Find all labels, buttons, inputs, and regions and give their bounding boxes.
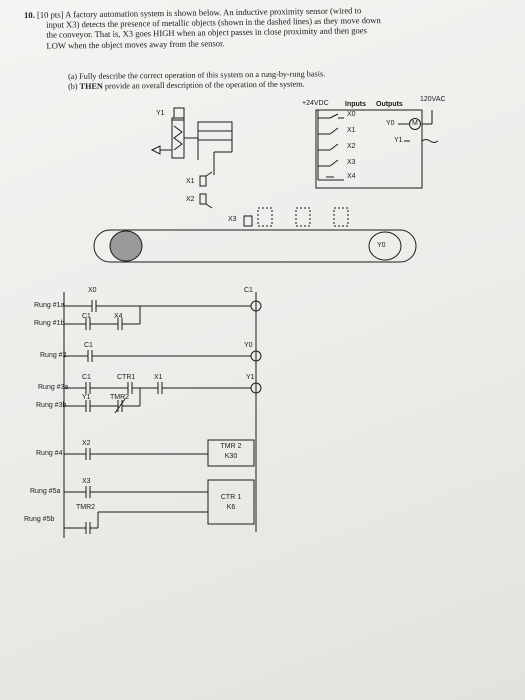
contact-c1-2: C1 <box>84 342 93 349</box>
supply-ac-label: 120VAC <box>420 96 446 103</box>
coil-c1: C1 <box>244 287 253 294</box>
contact-tmr2-5b: TMR2 <box>76 504 96 511</box>
metal-objects <box>257 207 349 227</box>
limit-x1-label: X1 <box>186 178 195 185</box>
conveyor <box>93 229 417 263</box>
contact-c1-3a: C1 <box>82 374 91 381</box>
input-label-x2: X2 <box>347 143 356 150</box>
conveyor-roller-left <box>109 230 143 262</box>
conveyor-motor-label: Y0 <box>377 242 386 249</box>
timer-box-label: TMR 2 <box>220 443 242 450</box>
cylinder <box>150 107 233 175</box>
coil-y1: Y1 <box>246 374 255 381</box>
input-label-x4: X4 <box>347 173 356 180</box>
rung-name-1a: Rung #1a <box>34 302 65 309</box>
input-label-x3: X3 <box>347 159 356 166</box>
rung-name-2: Rung #2 <box>40 352 67 359</box>
proximity-sensor <box>243 215 253 227</box>
ladder-diagram <box>63 292 262 538</box>
rung-name-5b: Rung #5b <box>24 516 55 523</box>
rung-name-1b: Rung #1b <box>34 320 65 327</box>
contact-x3: X3 <box>82 478 91 485</box>
contact-x1: X1 <box>154 374 163 381</box>
motor-letter: M <box>412 120 418 127</box>
inputs-header: Inputs <box>345 101 366 108</box>
supply-dc-label: +24VDC <box>302 100 329 107</box>
contact-ctr1: CTR1 <box>117 374 136 381</box>
input-label-x0: X0 <box>347 111 356 118</box>
coil-y0: Y0 <box>244 342 253 349</box>
rung-name-3a: Rung #3a <box>38 384 69 391</box>
limit-switch-x2 <box>199 193 213 209</box>
contact-tmr2-3b: TMR2 <box>110 394 130 401</box>
rung-name-5a: Rung #5a <box>30 488 61 495</box>
output-wiring <box>398 110 439 143</box>
rung-name-3b: Rung #3b <box>36 402 67 409</box>
contact-x0: X0 <box>88 287 97 294</box>
limit-switch-x1 <box>199 171 213 187</box>
output-label-y1: Y1 <box>394 137 403 144</box>
cylinder-label: Y1 <box>156 110 165 117</box>
counter-box-label: CTR 1 <box>220 494 242 501</box>
input-label-x1: X1 <box>347 127 356 134</box>
timer-preset: K30 <box>224 453 238 460</box>
input-switches <box>317 110 344 181</box>
plc-box <box>315 109 423 189</box>
contact-x4: X4 <box>114 313 123 320</box>
contact-c1-1b: C1 <box>82 313 91 320</box>
contact-y1: Y1 <box>82 394 91 401</box>
outputs-header: Outputs <box>376 101 403 108</box>
motor-symbol <box>409 118 421 130</box>
output-label-y0: Y0 <box>386 120 395 127</box>
limit-x2-label: X2 <box>186 196 195 203</box>
sensor-label: X3 <box>228 216 237 223</box>
contact-x2: X2 <box>82 440 91 447</box>
counter-preset: K6 <box>226 504 236 511</box>
conveyor-motor <box>368 231 402 261</box>
rung-name-4: Rung #4 <box>36 450 63 457</box>
